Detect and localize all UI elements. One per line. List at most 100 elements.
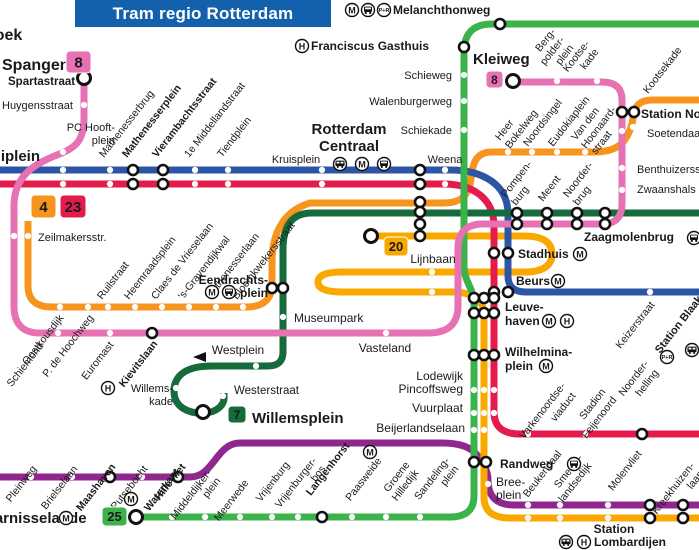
station-huygensstraat xyxy=(80,101,88,109)
metro-icon: M xyxy=(538,358,554,374)
station-marker xyxy=(104,303,112,311)
station-noorderbrug xyxy=(570,206,584,220)
label-plein: plein xyxy=(496,488,521,502)
train-window xyxy=(688,347,692,350)
badge-number: 8 xyxy=(491,73,498,87)
badge-number: 8 xyxy=(74,54,82,71)
station-paasweide xyxy=(348,513,356,521)
station-zwaanshals xyxy=(618,186,626,194)
station-zaagmolenbrug xyxy=(598,206,612,220)
label-benthuizersstraat: Benthuizersstraat xyxy=(637,164,699,176)
icon-glyph: H xyxy=(299,41,306,51)
icon-glyph: H xyxy=(105,383,112,393)
station-schiemond xyxy=(54,329,62,337)
label-westerstraat: Westerstraat xyxy=(234,385,300,397)
station-soetendaal xyxy=(618,127,626,135)
icon-glyph: M xyxy=(554,276,562,286)
station-marker xyxy=(126,177,140,191)
train-wheel xyxy=(567,544,570,546)
bus-window xyxy=(571,461,577,464)
icon-circle xyxy=(100,380,116,396)
train-window xyxy=(566,539,570,542)
station-walenburgerweg xyxy=(460,97,468,105)
station-mathenesserplein xyxy=(126,163,140,177)
station-marker xyxy=(106,180,114,188)
label-leuve: Leuve- xyxy=(505,300,544,314)
label-beurs: Beurs xyxy=(516,274,550,288)
loop-direction-arrow-icon xyxy=(193,352,206,362)
station-marker xyxy=(413,195,427,209)
hospital-icon: H xyxy=(559,313,575,329)
label-zaagmolenbrug: Zaagmolenbrug xyxy=(584,230,674,244)
icon-circle xyxy=(123,491,139,507)
station-marker xyxy=(59,180,67,188)
icon-circle xyxy=(376,2,392,18)
train-window xyxy=(692,347,696,350)
station-marker xyxy=(556,514,564,522)
station-hillevliet xyxy=(171,470,185,484)
station-vasteland xyxy=(382,329,390,337)
station-randweg-green xyxy=(467,455,481,469)
train-icon xyxy=(332,156,348,172)
station-westerstraat xyxy=(219,392,227,400)
station-lodewijk-pincoffsweg xyxy=(470,386,478,394)
label-lombardijen: Lombardijen xyxy=(594,535,666,549)
station-molenvliet xyxy=(604,501,612,509)
label-weena: Weena xyxy=(428,154,464,166)
hospital-icon: H xyxy=(576,534,592,550)
station-marker xyxy=(413,229,427,243)
metro-icon: M xyxy=(572,246,588,262)
station-marker xyxy=(487,348,501,362)
station-marker xyxy=(480,426,488,434)
station-marker xyxy=(413,177,427,191)
station-marker xyxy=(490,409,498,417)
bus-wheel xyxy=(369,11,372,14)
badge-number: 20 xyxy=(389,239,403,254)
label-plein: plein xyxy=(240,286,268,300)
station-marker xyxy=(490,386,498,394)
label-kruisplein: Kruisplein xyxy=(272,154,320,166)
station-lijnbaan-terminus xyxy=(363,228,379,244)
label-pc-hooft: PC Hooft- xyxy=(67,122,116,134)
station-station-noord-pink xyxy=(615,105,629,119)
label-carnisselande: Carnisselande xyxy=(0,510,87,527)
badge-box xyxy=(383,236,409,257)
station-euromast xyxy=(106,329,114,337)
bus-window xyxy=(226,289,232,292)
badge-box xyxy=(30,194,57,219)
station-benthuizersstraat xyxy=(618,164,626,172)
station-marker xyxy=(413,217,427,231)
station-langenhorst xyxy=(315,510,329,524)
station-weena xyxy=(441,166,449,174)
icon-circle xyxy=(659,349,675,365)
station-van-den-hoonaardstraat xyxy=(581,148,589,156)
icon-glyph: M xyxy=(542,361,550,371)
badge-number: 4 xyxy=(39,199,48,216)
hospital-icon: H xyxy=(294,38,310,54)
station-beijerlandselaan xyxy=(470,426,478,434)
station-noorderhelling xyxy=(635,427,649,441)
station-beukendaal xyxy=(524,501,532,509)
label-station-noord: Station Noord xyxy=(641,107,699,121)
station-eendrachtsplein-green xyxy=(276,281,290,295)
station-marker xyxy=(212,303,220,311)
station-lijnbaan xyxy=(428,268,436,276)
line-badge-25: 25 xyxy=(101,506,128,527)
station-marker xyxy=(629,123,637,131)
station-marker xyxy=(487,291,501,305)
station-schiekade xyxy=(460,126,468,134)
station-rotterdam-centraal xyxy=(413,163,427,177)
label-randweg: Randweg xyxy=(500,457,553,471)
metro-icon: M xyxy=(541,313,557,329)
station-marker xyxy=(643,511,657,525)
station-groene-hilledijk xyxy=(382,513,390,521)
bus-wheel xyxy=(380,165,383,168)
line-badge-8: 8 xyxy=(65,50,92,74)
badge-box xyxy=(485,70,504,89)
station-marker xyxy=(441,180,449,188)
icon-circle xyxy=(550,273,566,289)
station-maashaven xyxy=(103,470,117,484)
line-badge-20: 20 xyxy=(383,236,409,257)
station-marker xyxy=(59,166,67,174)
bus-icon xyxy=(686,230,699,246)
